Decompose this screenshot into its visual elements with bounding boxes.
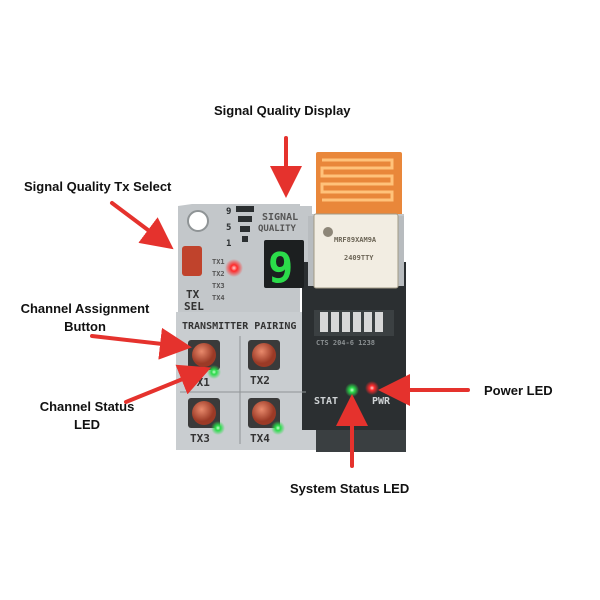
stat-label: STAT	[314, 396, 338, 407]
signal-strength-bars: 9 5 1	[226, 206, 254, 249]
channel-status-led-tx3	[211, 421, 225, 435]
callout-text: Button	[64, 319, 106, 334]
channel-status-led-tx4	[271, 421, 285, 435]
mounting-hole	[187, 210, 209, 232]
module-code: 2409TTY	[344, 254, 374, 262]
tx1-label: TX1	[190, 376, 210, 389]
channel-assignment-button-tx3[interactable]	[188, 398, 220, 428]
module-brand: MRF89XAM9A	[334, 236, 377, 244]
signal-scale-label: 9	[226, 207, 231, 217]
arrow-channel-assignment	[90, 327, 192, 360]
power-led	[365, 381, 379, 395]
transmitter-pairing-label: TRANSMITTER PAIRING	[182, 321, 296, 332]
quality-label: QUALITY	[258, 224, 297, 234]
dip-switch[interactable]: CTS 204-6 1238	[314, 310, 394, 347]
rf-antenna	[316, 152, 402, 218]
channel-assignment-button-tx4[interactable]	[248, 398, 280, 428]
callout-system-status-led: System Status LED	[290, 480, 409, 498]
arrow-channel-status	[124, 364, 212, 404]
callout-signal-quality-tx-select: Signal Quality Tx Select	[24, 178, 171, 196]
callout-text: Signal Quality Display	[214, 103, 351, 118]
callout-text: Channel Status	[39, 399, 135, 414]
callout-channel-assignment-button: Channel Assignment Button	[14, 300, 156, 336]
callout-text: Signal Quality Tx Select	[24, 179, 172, 194]
seven-segment-digit: 9	[268, 243, 293, 292]
tx-select-label: TX3	[212, 282, 225, 290]
sel-label: SEL	[184, 300, 204, 313]
pwr-label: PWR	[372, 396, 391, 407]
channel-assignment-button-tx2[interactable]	[248, 340, 280, 370]
arrow-tx-select	[110, 201, 174, 250]
tx4-label: TX4	[250, 432, 270, 445]
tx-select-led	[225, 259, 243, 277]
callout-text: Power LED	[484, 383, 553, 398]
arrows	[90, 136, 470, 468]
tx-select-label: TX4	[212, 294, 225, 302]
tx-select-label: TX2	[212, 270, 225, 278]
signal-scale-label: 1	[226, 239, 231, 249]
callout-text: LED	[74, 417, 100, 432]
seven-segment-display: 9	[264, 240, 304, 292]
tx3-label: TX3	[190, 432, 210, 445]
tx-select-button[interactable]	[182, 246, 202, 276]
tx-select-labels: TX1 TX2 TX3 TX4	[212, 258, 225, 302]
tx2-label: TX2	[250, 374, 270, 387]
tx-select-label: TX1	[212, 258, 225, 266]
signal-scale-label: 5	[226, 223, 231, 233]
callout-channel-status-led: Channel Status LED	[34, 398, 140, 434]
callout-text: Channel Assignment	[20, 301, 150, 316]
callout-power-led: Power LED	[484, 382, 553, 400]
signal-label: SIGNAL	[262, 212, 298, 223]
callout-signal-quality-display: Signal Quality Display	[214, 102, 351, 120]
dip-code: CTS 204-6 1238	[316, 339, 375, 347]
callout-text: System Status LED	[290, 481, 410, 496]
channel-assignment-button-tx1[interactable]	[188, 340, 220, 370]
rf-module: MRF89XAM9A 2409TTY	[308, 213, 404, 289]
system-status-led	[345, 383, 359, 397]
tx-label: TX	[186, 288, 200, 301]
